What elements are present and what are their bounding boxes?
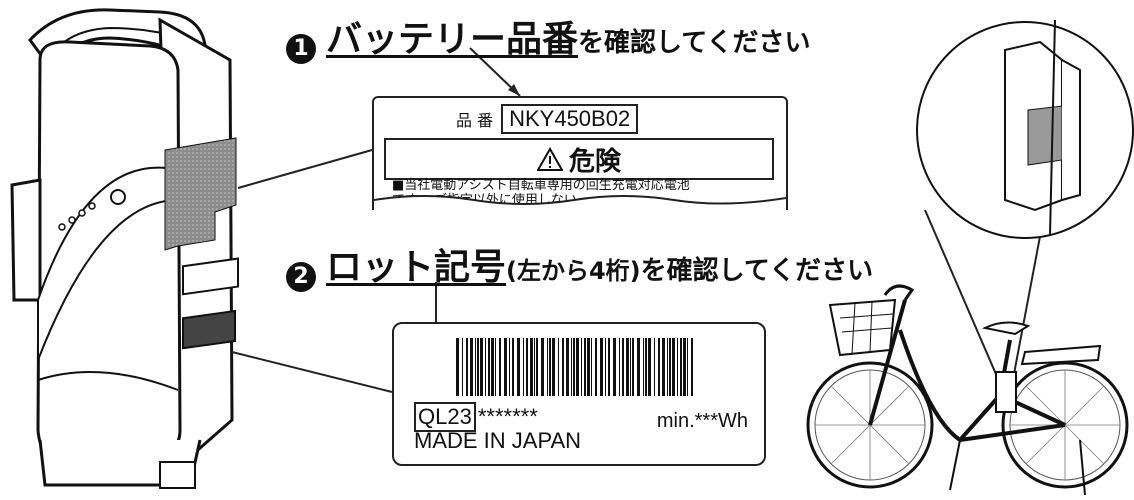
step1-highlight: バッテリー品番 [326,19,579,60]
barcode-bar [504,338,507,396]
barcode-bar [517,338,520,396]
step2-rest: を確認してください [640,256,874,286]
barcode-bar [584,338,586,396]
barcode-bar [632,338,634,396]
barcode-bar [562,338,564,396]
barcode-bar [470,338,473,396]
barcode-bar [485,338,486,396]
barcode-bar [600,338,603,396]
barcode-bar [619,338,620,396]
barcode-bar [466,338,468,396]
barcode-bar [630,338,631,396]
barcode-bar [566,338,569,396]
barcode-bar [613,338,616,396]
made-in-text: MADE IN JAPAN [414,428,582,453]
step1-number: 1 [286,34,316,64]
barcode [456,338,693,396]
step1-heading: 1 バッテリー品番 を確認してください [286,10,811,64]
step2-highlight: ロット記号 [326,247,507,288]
warning-line-1: ■当社電動アシスト自転車専用の回生充電対応電池 [392,178,690,193]
barcode-bar [512,338,514,396]
barcode-bar [669,338,671,396]
barcode-bar [658,338,660,396]
barcode-bar [526,338,528,396]
step2-heading: 2 ロット記号 (左から4桁) を確認してください [286,238,874,292]
barcode-bar [680,338,682,396]
barcode-bar [536,338,538,396]
barcode-bar [605,338,606,396]
barcode-bar [523,338,524,396]
barcode-bar [637,338,640,396]
barcode-bar [480,338,483,396]
barcode-bar [648,338,651,396]
barcode-bar [573,338,575,396]
barcode-bar [677,338,678,396]
barcode-bar [477,338,479,396]
barcode-bar [591,338,592,396]
barcode-bar [654,338,655,396]
capacity-text: min.***Wh [656,410,748,432]
barcode-bar [558,338,559,396]
barcode-bar [547,338,548,396]
lot-row: QL23 ******* [414,402,538,432]
barcode-bar [687,338,688,396]
barcode-bar [576,338,579,396]
barcode-bar [456,338,459,396]
barcode-bar [622,338,624,396]
battery-label-lot: QL23 ******* min.***Wh MADE IN JAPAN [392,322,766,466]
danger-text: 危険 [568,146,621,177]
part-number-value: NKY450B02 [501,104,639,134]
barcode-bar [667,338,668,396]
step1-rest: を確認してください [578,28,811,58]
barcode-bar [581,338,582,396]
step2-number: 2 [286,262,316,292]
bicycle-illustration [806,19,1134,496]
part-number-label: 品 番 [456,111,494,130]
barcode-bar [643,338,644,396]
barcode-bar [691,338,693,396]
barcode-bar [462,338,463,396]
serial-mask: ******* [477,404,538,429]
barcode-bar [495,338,496,396]
part-number-row: 品 番 NKY450B02 [456,104,639,134]
barcode-bar [571,338,572,396]
barcode-bar [662,338,665,396]
barcode-bar [541,338,544,396]
barcode-bar [595,338,597,396]
barcode-bar [491,338,494,396]
step2-paren: (左から4桁) [506,257,641,285]
barcode-bar [549,338,551,396]
lot-code: QL23 [414,402,476,432]
barcode-bar [645,338,647,396]
barcode-bar [672,338,675,396]
barcode-bar [509,338,510,396]
warning-triangle-icon [536,147,563,171]
barcode-bar [552,338,555,396]
battery-label-top: 品 番 NKY450B02 危険 ■当社電動アシスト自転車専用の回生充電対応電池… [372,96,788,210]
barcode-bar [475,338,476,396]
danger-box: 危険 [384,138,774,180]
barcode-bar [530,338,533,396]
barcode-bar [534,338,535,396]
barcode-bar [608,338,610,396]
barcode-bar [626,338,629,396]
torn-edge [374,195,786,210]
barcode-bar [488,338,490,396]
barcode-bar [587,338,590,396]
battery-illustration [10,8,239,489]
barcode-bar [499,338,501,396]
barcode-bar [683,338,686,396]
